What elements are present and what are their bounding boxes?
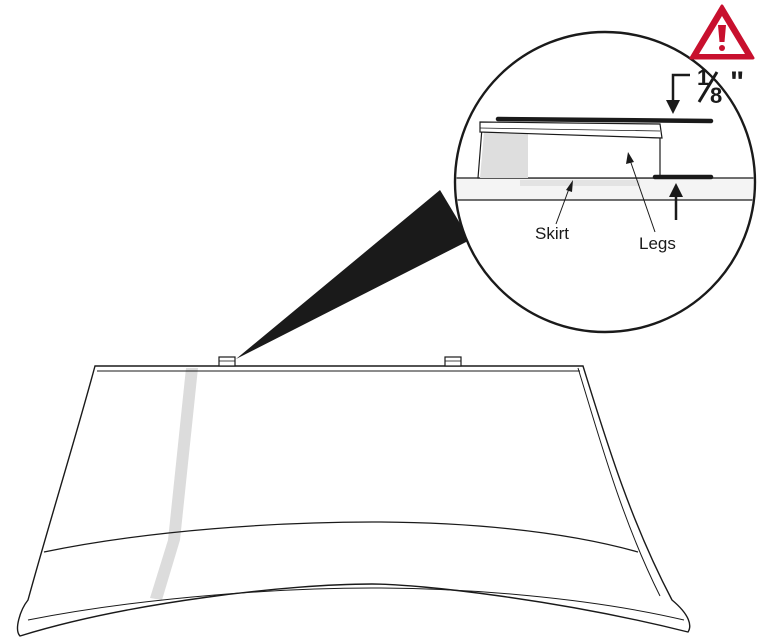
body-right-edge <box>577 367 661 597</box>
magnifier-circle: Skirt Legs 1 8 " <box>453 30 757 334</box>
warning-triangle-icon <box>689 4 755 60</box>
bottom-edge-curve <box>27 587 685 621</box>
right-leg-top <box>444 356 462 367</box>
appliance-body <box>16 356 691 637</box>
legs-label: Legs <box>639 234 676 253</box>
left-leg-top <box>218 356 236 367</box>
front-band-curve <box>43 521 639 553</box>
skirt-leader-line <box>555 185 571 225</box>
leg-cap <box>479 121 663 139</box>
measurement-fraction: 1 8 " <box>697 65 744 108</box>
skirt-label: Skirt <box>535 224 569 243</box>
callout-wedge <box>236 190 470 359</box>
body-shading <box>150 368 198 600</box>
fraction-denominator: 8 <box>710 83 722 108</box>
fraction-slash <box>697 71 719 103</box>
top-measure-bar <box>495 116 714 124</box>
fraction-numerator: 1 <box>697 65 709 90</box>
legs-leader-line <box>629 159 656 233</box>
appliance-outline <box>16 365 691 637</box>
top-measure-arrow <box>671 73 690 102</box>
inch-mark: " <box>730 66 744 99</box>
